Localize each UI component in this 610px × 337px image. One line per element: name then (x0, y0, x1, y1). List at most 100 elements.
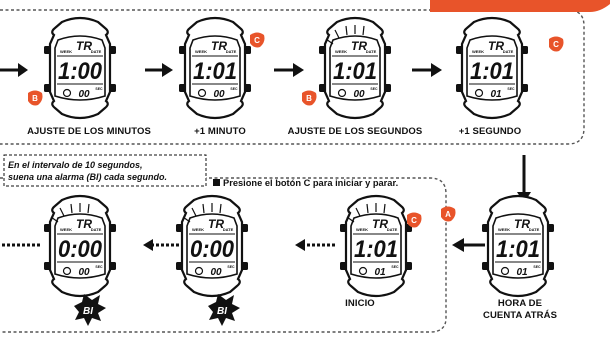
arrow-inicio-to-7 (295, 239, 335, 251)
seconds-digits: 00 (78, 89, 90, 100)
alarm-burst-2: BI (208, 294, 240, 326)
week-label: WEEK (356, 227, 368, 232)
date-label: DATE (503, 49, 514, 54)
sec-label: SEC (507, 87, 515, 91)
button-letter: C (254, 36, 260, 45)
interval-note: En el intervalo de 10 segundos, suena un… (8, 159, 208, 183)
week-label: WEEK (498, 227, 510, 232)
main-time-digits: 0:00 (58, 236, 103, 263)
header-accent-bar (430, 0, 610, 12)
lower-flow-border (0, 177, 447, 333)
main-time-digits: 1:01 (470, 58, 514, 85)
label-inicio: INICIO (345, 298, 375, 309)
sec-label: SEC (227, 265, 235, 269)
arrow-1-to-2 (145, 63, 173, 77)
seconds-digits: 00 (353, 89, 365, 100)
label-mas-segundo: +1 SEGUNDO (458, 126, 522, 137)
week-label: WEEK (60, 227, 72, 232)
bullet-square-icon (213, 179, 220, 186)
alarm-burst-1: BI (74, 294, 106, 326)
button-b-badge: B (28, 90, 43, 106)
mode-indicator: TR (372, 217, 388, 231)
arrow-3-to-4 (412, 63, 442, 77)
bell-icon (474, 88, 484, 98)
date-label: DATE (223, 227, 234, 232)
button-a-badge: A (441, 206, 456, 222)
interval-note-line2: suena una alarma (BI) cada segundo. (8, 172, 168, 182)
alarm-badge-label: BI (217, 306, 227, 317)
mode-indicator: TR (211, 39, 227, 53)
sec-label: SEC (95, 265, 103, 269)
week-label: WEEK (195, 49, 207, 54)
main-time-digits: 1:01 (333, 58, 377, 85)
press-c-note: Presione el botón C para iniciar y parar… (213, 178, 398, 188)
label-mas-minuto: +1 MINUTO (194, 126, 246, 137)
bell-icon (194, 266, 204, 276)
seconds-digits: 00 (78, 267, 90, 278)
date-label: DATE (366, 49, 377, 54)
alarm-rays-icon (325, 25, 365, 45)
week-label: WEEK (335, 49, 347, 54)
sec-label: SEC (230, 87, 238, 91)
button-letter: B (306, 94, 312, 103)
alarm-rays-icon (50, 203, 90, 223)
mode-indicator: TR (76, 217, 92, 231)
button-c-badge: C (549, 36, 564, 52)
date-label: DATE (91, 49, 102, 54)
sec-label: SEC (95, 87, 103, 91)
button-letter: B (32, 94, 38, 103)
arrow-7-to-8 (143, 239, 184, 251)
date-label: DATE (529, 227, 540, 232)
label-ajuste-minutos: AJUSTE DE LOS MINUTOS (27, 126, 151, 137)
sec-label: SEC (533, 265, 541, 269)
main-time-digits: 1:01 (354, 236, 398, 263)
mode-indicator: TR (488, 39, 504, 53)
sec-label: SEC (370, 87, 378, 91)
seconds-digits: 01 (374, 267, 386, 278)
bell-icon (62, 266, 72, 276)
bell-icon (62, 88, 72, 98)
main-time-digits: 1:01 (496, 236, 540, 263)
arrow-2-to-3 (274, 63, 304, 77)
main-time-digits: 1:00 (58, 58, 103, 85)
sec-label: SEC (391, 265, 399, 269)
week-label: WEEK (472, 49, 484, 54)
alarm-badge-label: BI (83, 306, 93, 317)
button-c-badge: C (407, 212, 422, 228)
bell-icon (337, 88, 347, 98)
seconds-digits: 01 (490, 89, 502, 100)
bell-icon (358, 266, 368, 276)
label-hora-line2: CUENTA ATRÁS (482, 310, 558, 321)
button-letter: C (411, 216, 417, 225)
bell-icon (500, 266, 510, 276)
bell-icon (197, 88, 207, 98)
button-b-badge: B (302, 90, 317, 106)
week-label: WEEK (192, 227, 204, 232)
date-label: DATE (387, 227, 398, 232)
mode-indicator: TR (351, 39, 367, 53)
alarm-rays-icon (346, 203, 386, 223)
mode-indicator: TR (76, 39, 92, 53)
interval-note-line1: En el intervalo de 10 segundos, (8, 160, 143, 170)
alarm-rays-icon (182, 203, 222, 223)
label-ajuste-segundos: AJUSTE DE LOS SEGUNDOS (287, 126, 423, 137)
button-letter: C (553, 40, 559, 49)
arrow-hora-to-inicio (452, 238, 485, 252)
arrow-left-entry (0, 63, 28, 77)
mode-indicator: TR (514, 217, 530, 231)
interval-note-box (3, 154, 207, 187)
main-time-digits: 0:00 (190, 236, 235, 263)
mode-indicator: TR (208, 217, 224, 231)
week-label: WEEK (60, 49, 72, 54)
seconds-digits: 00 (213, 89, 225, 100)
button-c-badge: C (250, 32, 265, 48)
label-hora-line1: HORA DE (497, 298, 543, 309)
